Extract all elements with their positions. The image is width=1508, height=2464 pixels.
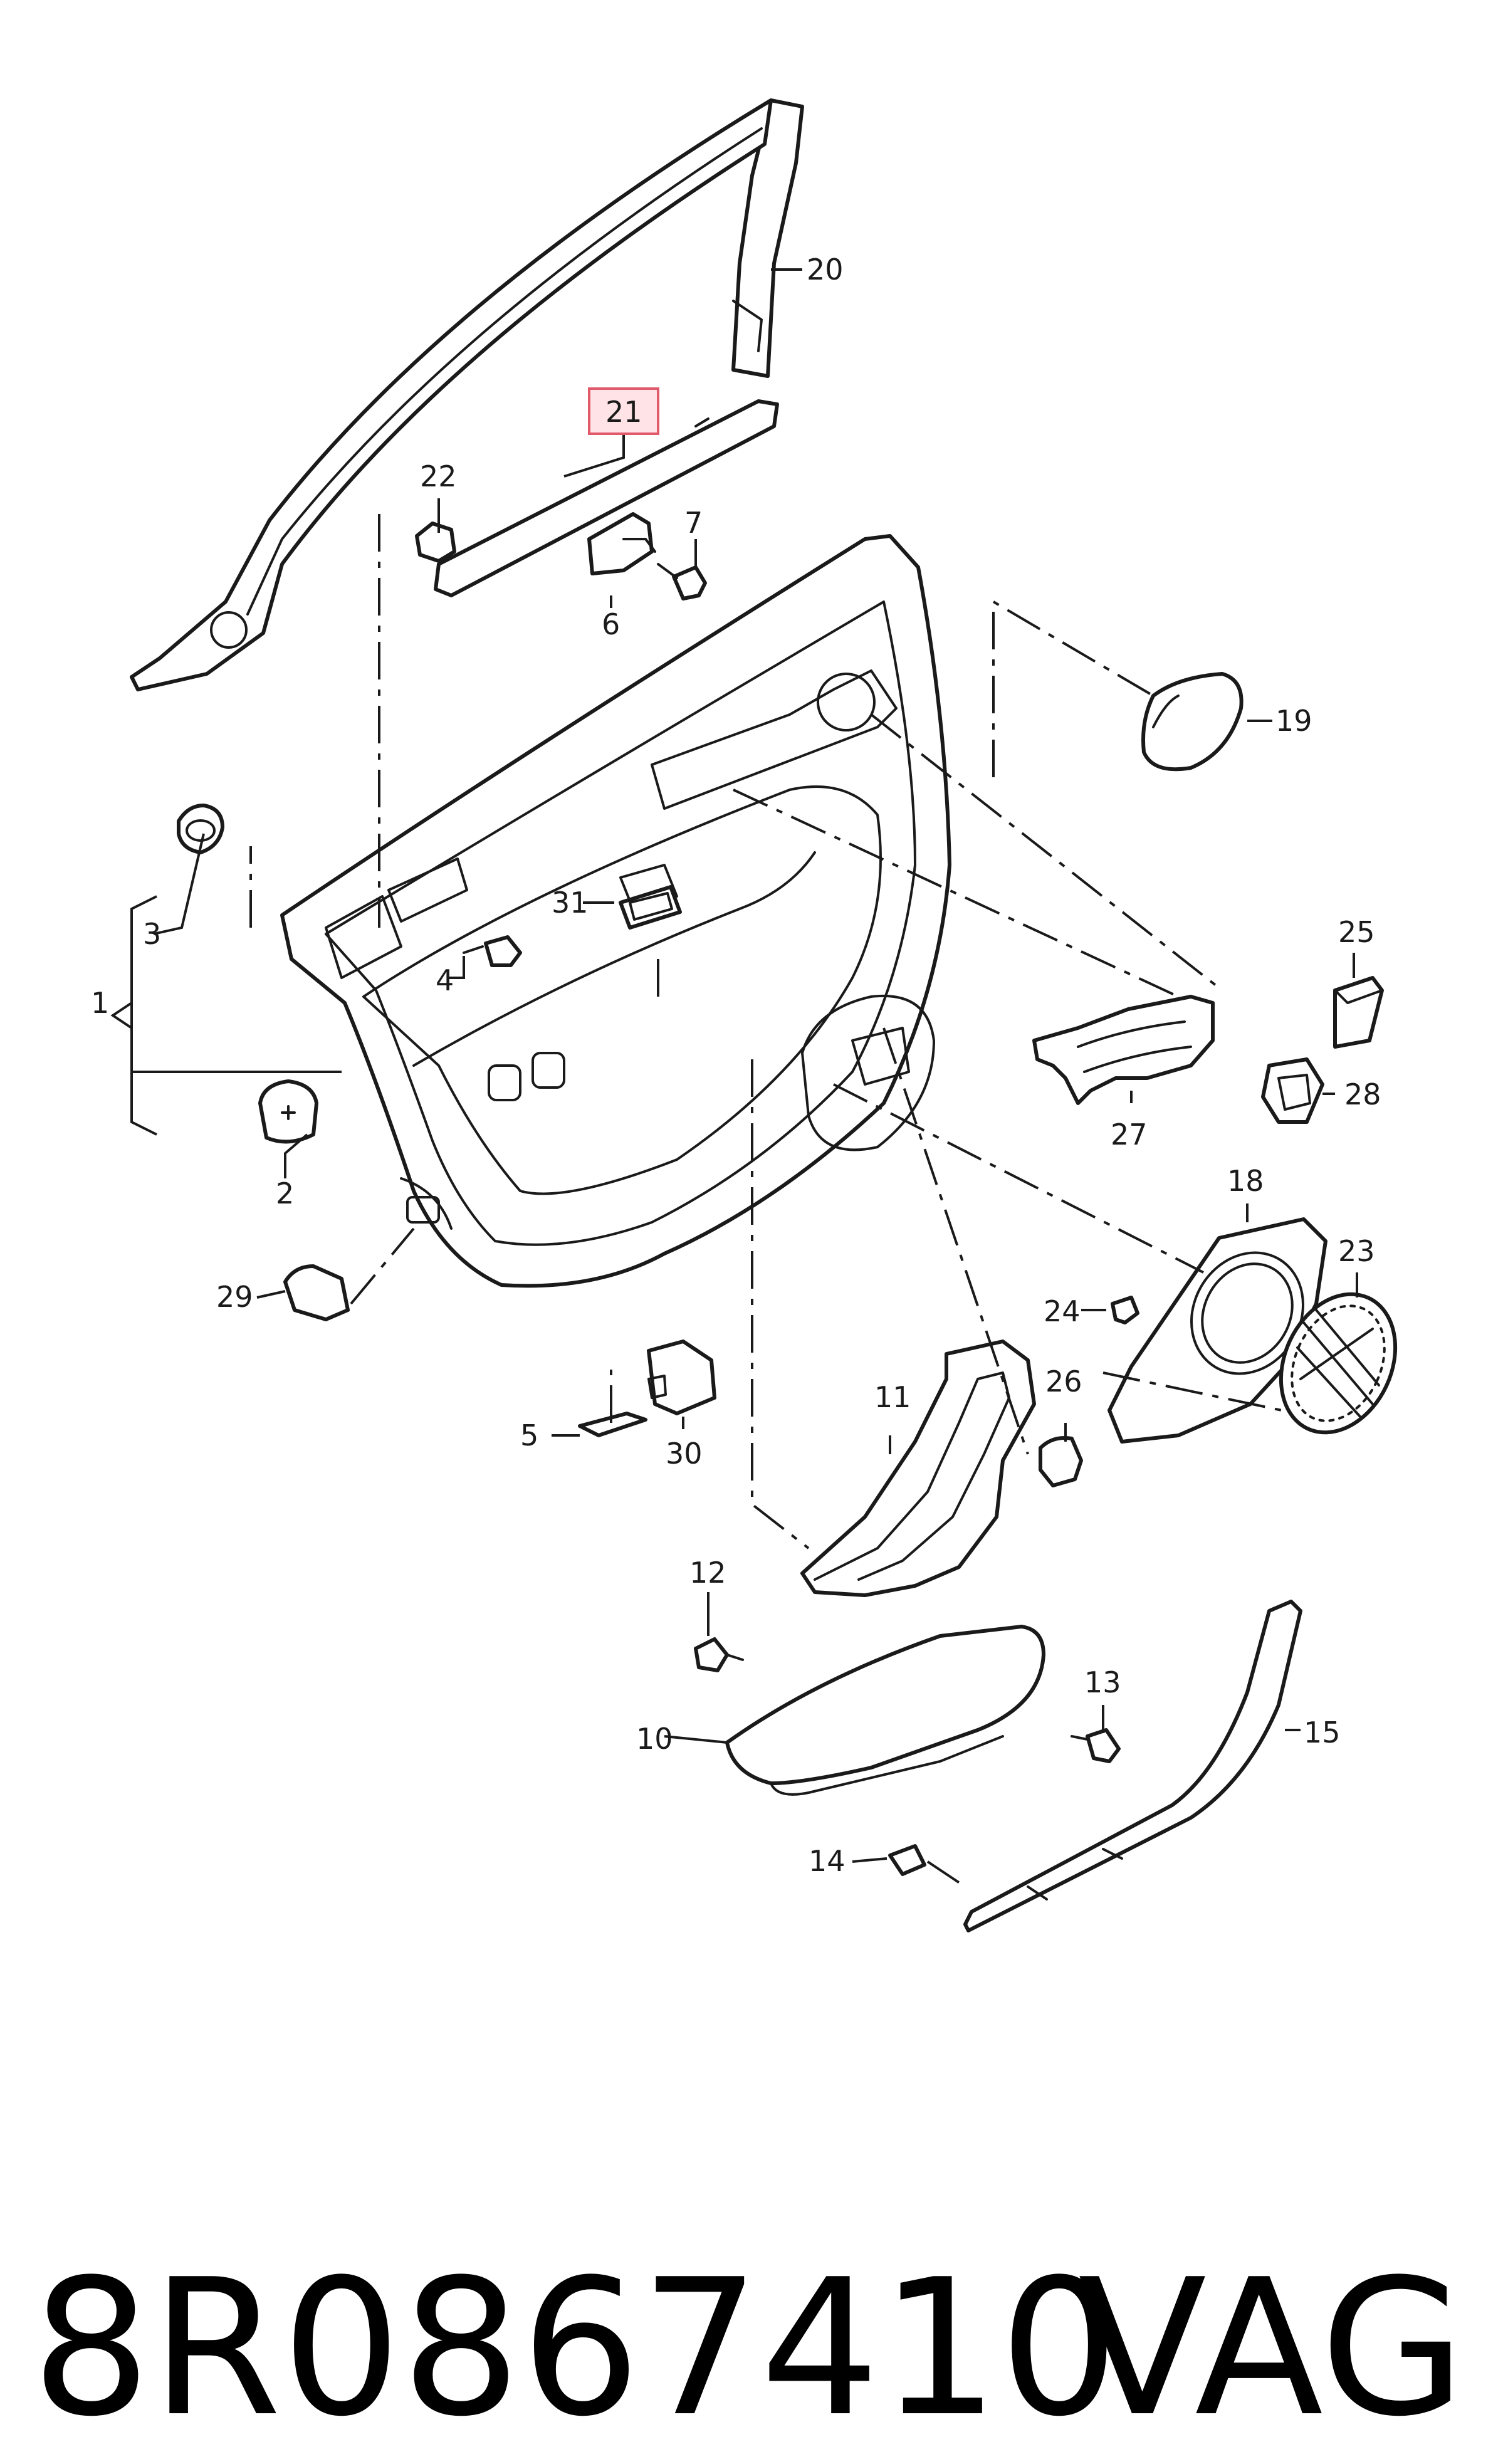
callout-13: 13 [1084,1665,1121,1699]
callout-15: 15 [1304,1716,1341,1749]
screw-24 [1111,1296,1139,1324]
door-panel [280,534,951,1288]
clip-26 [1039,1436,1083,1487]
callout-30: 30 [666,1437,703,1471]
callout-12: 12 [689,1556,726,1590]
cap-2 [258,1079,318,1144]
window-frame-trim [130,98,804,691]
assembly-lines [249,514,1282,1888]
callout-11: 11 [874,1380,911,1414]
callout-5: 5 [520,1418,538,1452]
push-clip-3 [177,804,224,854]
armrest-10 [725,1625,1045,1796]
callout-20: 20 [807,253,844,286]
callout-7: 7 [684,506,703,540]
clip-14 [888,1844,926,1876]
callout-22: 22 [420,459,457,493]
screw-12 [694,1637,744,1672]
bracket-1 [110,895,342,1136]
cap-19 [1141,672,1244,772]
brand-name: VAG [1078,2239,1465,2458]
callout-4: 4 [436,963,454,997]
door-handle-27 [1032,995,1215,1105]
callout-2: 2 [276,1177,294,1210]
callout-21: 21 [605,395,642,429]
bracket-6 [587,512,656,575]
callout-29: 29 [216,1280,253,1314]
callout-19: 19 [1275,704,1312,738]
clip-5 [578,1412,647,1437]
cover-25 [1333,976,1384,1049]
switch-31 [619,885,682,930]
callout-26: 26 [1045,1365,1082,1398]
trim-strip-15 [963,1600,1302,1932]
callout-18: 18 [1227,1164,1264,1198]
highlight-box [588,387,659,435]
callout-3: 3 [143,917,161,951]
trim-strip [434,399,779,597]
callout-24: 24 [1044,1294,1081,1328]
speaker-grille-23 [1279,1292,1398,1435]
callout-25: 25 [1338,915,1375,949]
callout-6: 6 [602,607,620,641]
callout-10: 10 [636,1722,673,1756]
callout-14: 14 [809,1844,846,1878]
screw-4 [463,935,522,967]
pull-handle-11 [800,1339,1036,1597]
leader-lines [153,268,1358,1863]
screw-7 [657,563,707,600]
callout-31: 31 [552,886,589,920]
callout-27: 27 [1111,1118,1148,1151]
callout-23: 23 [1338,1234,1375,1268]
cover-29 [283,1264,350,1321]
screw-13 [1071,1728,1121,1763]
callout-1: 1 [91,986,109,1020]
callout-labels: 1 2 3 4 5 6 7 10 11 12 13 14 15 18 19 20… [91,253,1381,1878]
switch-28 [1261,1057,1324,1124]
part-number: 8R0867410 [31,2239,1119,2458]
connector-30 [647,1339,716,1415]
callout-28: 28 [1344,1077,1381,1111]
clip-22 [415,522,456,563]
